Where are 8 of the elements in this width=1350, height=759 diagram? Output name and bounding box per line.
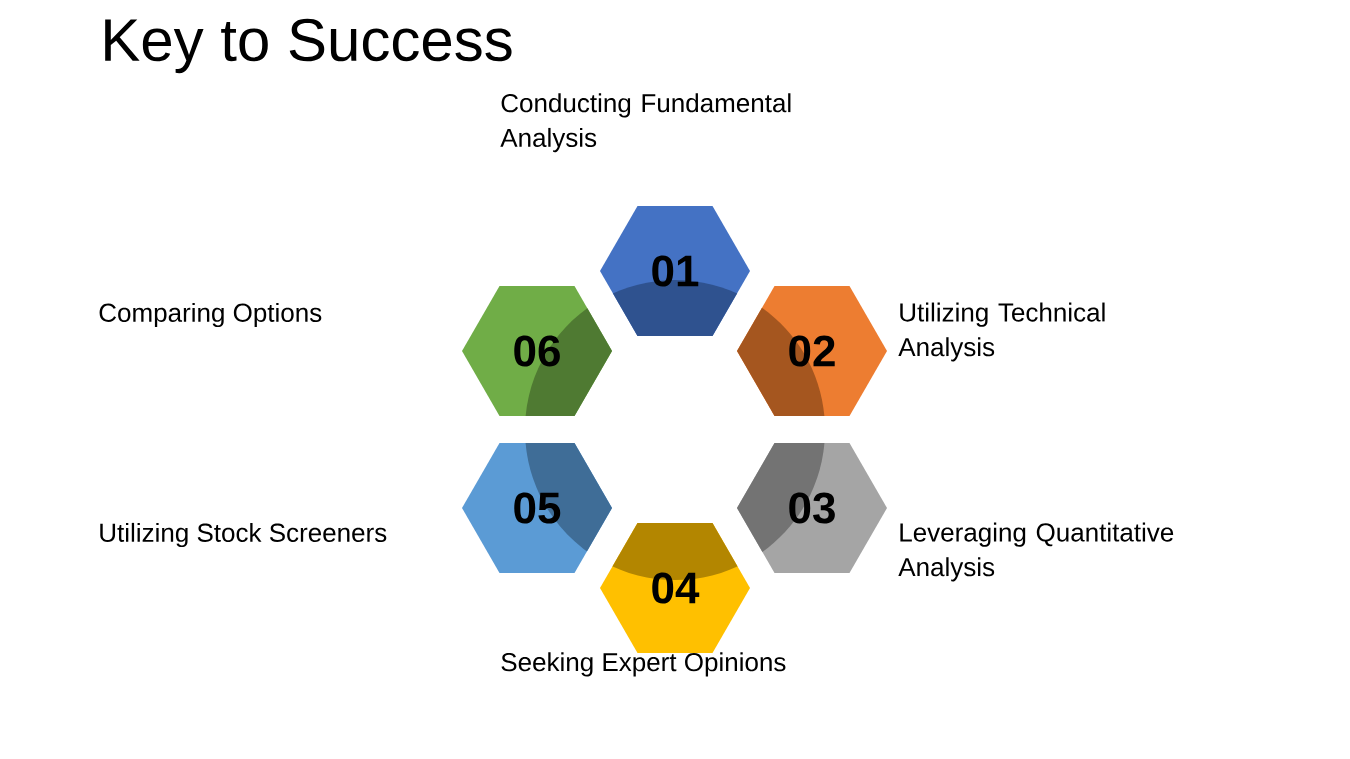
step-label: Leveraging Quantitative Analysis xyxy=(898,522,1174,582)
step-label: Seeking Expert Opinions xyxy=(501,652,786,677)
step-label: Utilizing Stock Screeners xyxy=(100,522,387,548)
title: Key to Success xyxy=(105,18,512,74)
step-label: Conducting Fundamental Analysis xyxy=(500,93,791,153)
hexagon: 06 xyxy=(462,286,612,416)
step-label: Utilizing Technical Analysis xyxy=(898,302,1105,362)
step-label: Comparing Options xyxy=(99,302,322,328)
